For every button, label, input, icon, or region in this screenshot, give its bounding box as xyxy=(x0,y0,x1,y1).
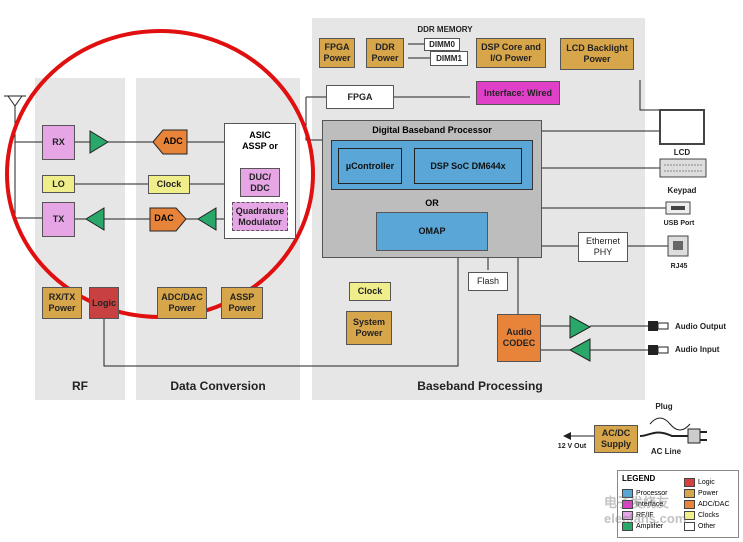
ac-dc-supply-block: AC/DC Supply xyxy=(594,425,638,453)
dbp-title: Digital Baseband Processor xyxy=(372,125,492,135)
duc-ddc-block: DUC/ DDC xyxy=(240,168,280,197)
keypad-label: Keypad xyxy=(667,186,697,195)
interface-wired-block: Interface: Wired xyxy=(476,81,560,105)
12v-out-label: 12 V Out xyxy=(557,443,587,450)
legend-clocks: Clocks xyxy=(698,512,720,519)
dac-amplifier xyxy=(197,207,217,231)
legend-swatch-other xyxy=(684,522,695,531)
legend-amplifier: Amplifier xyxy=(636,523,664,530)
audio-input-label: Audio Input xyxy=(675,345,720,354)
dsp-soc-block: DSP SoC DM644x xyxy=(414,148,522,184)
legend-rfif: RF/IF xyxy=(636,512,654,519)
dimm1-block: DIMM1 xyxy=(430,51,468,66)
keypad-icon xyxy=(659,158,707,178)
lo-block: LO xyxy=(42,175,75,193)
legend-swatch-interface xyxy=(622,500,633,509)
fpga-power-block: FPGA Power xyxy=(319,38,355,68)
usb-icon xyxy=(665,201,691,215)
rj45-icon xyxy=(667,235,689,257)
audio-out-amplifier xyxy=(569,315,592,339)
audio-in-amplifier xyxy=(568,338,591,362)
rxtx-power-block: RX/TX Power xyxy=(42,287,82,319)
legend-swatch-power xyxy=(684,489,695,498)
baseband-label: Baseband Processing xyxy=(417,379,543,393)
quadrature-modulator-block: Quadrature Modulator xyxy=(232,202,288,231)
fpga-block: FPGA xyxy=(326,85,394,109)
lcd-icon xyxy=(659,109,705,145)
ucontroller-block: µController xyxy=(338,148,402,184)
rj45-label: RJ45 xyxy=(670,263,688,270)
ac-sine-icon xyxy=(649,417,691,431)
dimm0-block: DIMM0 xyxy=(424,38,460,51)
adc-dac-power-block: ADC/DAC Power xyxy=(157,287,207,319)
ddr-memory-label: DDR MEMORY xyxy=(417,25,473,34)
ethernet-phy-block: Ethernet PHY xyxy=(578,232,628,262)
system-power-block: System Power xyxy=(346,311,392,345)
rf-label: RF xyxy=(72,379,88,393)
audio-output-label: Audio Output xyxy=(675,322,727,331)
legend-adcdac: ADC/DAC xyxy=(698,501,730,508)
watermark: 电子发烧友 elecfans.com xyxy=(604,495,687,526)
usb-port-label: USB Port xyxy=(663,220,695,227)
legend-swatch-rfif xyxy=(622,511,633,520)
dac-shape xyxy=(149,207,187,232)
adc-label: ADC xyxy=(163,136,183,146)
tx-block: TX xyxy=(42,202,75,237)
legend-swatch-amplifier xyxy=(622,522,633,531)
omap-block: OMAP xyxy=(376,212,488,251)
legend-title: LEGEND xyxy=(622,474,656,483)
legend-other: Other xyxy=(698,523,716,530)
lcd-backlight-power-block: LCD Backlight Power xyxy=(560,38,634,70)
legend-swatch-processor xyxy=(622,489,633,498)
legend-interface: Interface xyxy=(636,501,664,508)
logic-block: Logic xyxy=(89,287,119,319)
legend-swatch-logic xyxy=(684,478,695,487)
rx-amplifier xyxy=(89,130,109,154)
tx-amplifier xyxy=(85,207,105,231)
legend-processor: Processor xyxy=(636,490,668,497)
flash-block: Flash xyxy=(468,272,508,291)
dsp-core-power-block: DSP Core and I/O Power xyxy=(476,38,546,68)
asic-label: ASIC ASSP or xyxy=(242,130,278,151)
audio-codec-block: Audio CODEC xyxy=(497,314,541,362)
legend-power: Power xyxy=(698,490,718,497)
dac-label: DAC xyxy=(154,213,174,223)
legend-swatch-clocks xyxy=(684,511,695,520)
legend-swatch-adcdac xyxy=(684,500,695,509)
lcd-label: LCD xyxy=(673,148,691,157)
data-conversion-label: Data Conversion xyxy=(170,379,266,393)
plug-icon xyxy=(639,428,707,444)
or-label: OR xyxy=(425,198,439,208)
conv-clock-block: Clock xyxy=(148,175,190,194)
assp-power-block: ASSP Power xyxy=(221,287,263,319)
rx-block: RX xyxy=(42,125,75,160)
legend-logic: Logic xyxy=(698,479,715,486)
legend: LEGEND Processor Interface RF/IF Amplifi… xyxy=(617,470,739,538)
adc-shape xyxy=(152,129,188,155)
plug-label: Plug xyxy=(655,402,673,411)
ac-line-label: AC Line xyxy=(650,447,682,456)
baseband-clock-block: Clock xyxy=(349,282,391,301)
ddr-power-block: DDR Power xyxy=(366,38,404,68)
